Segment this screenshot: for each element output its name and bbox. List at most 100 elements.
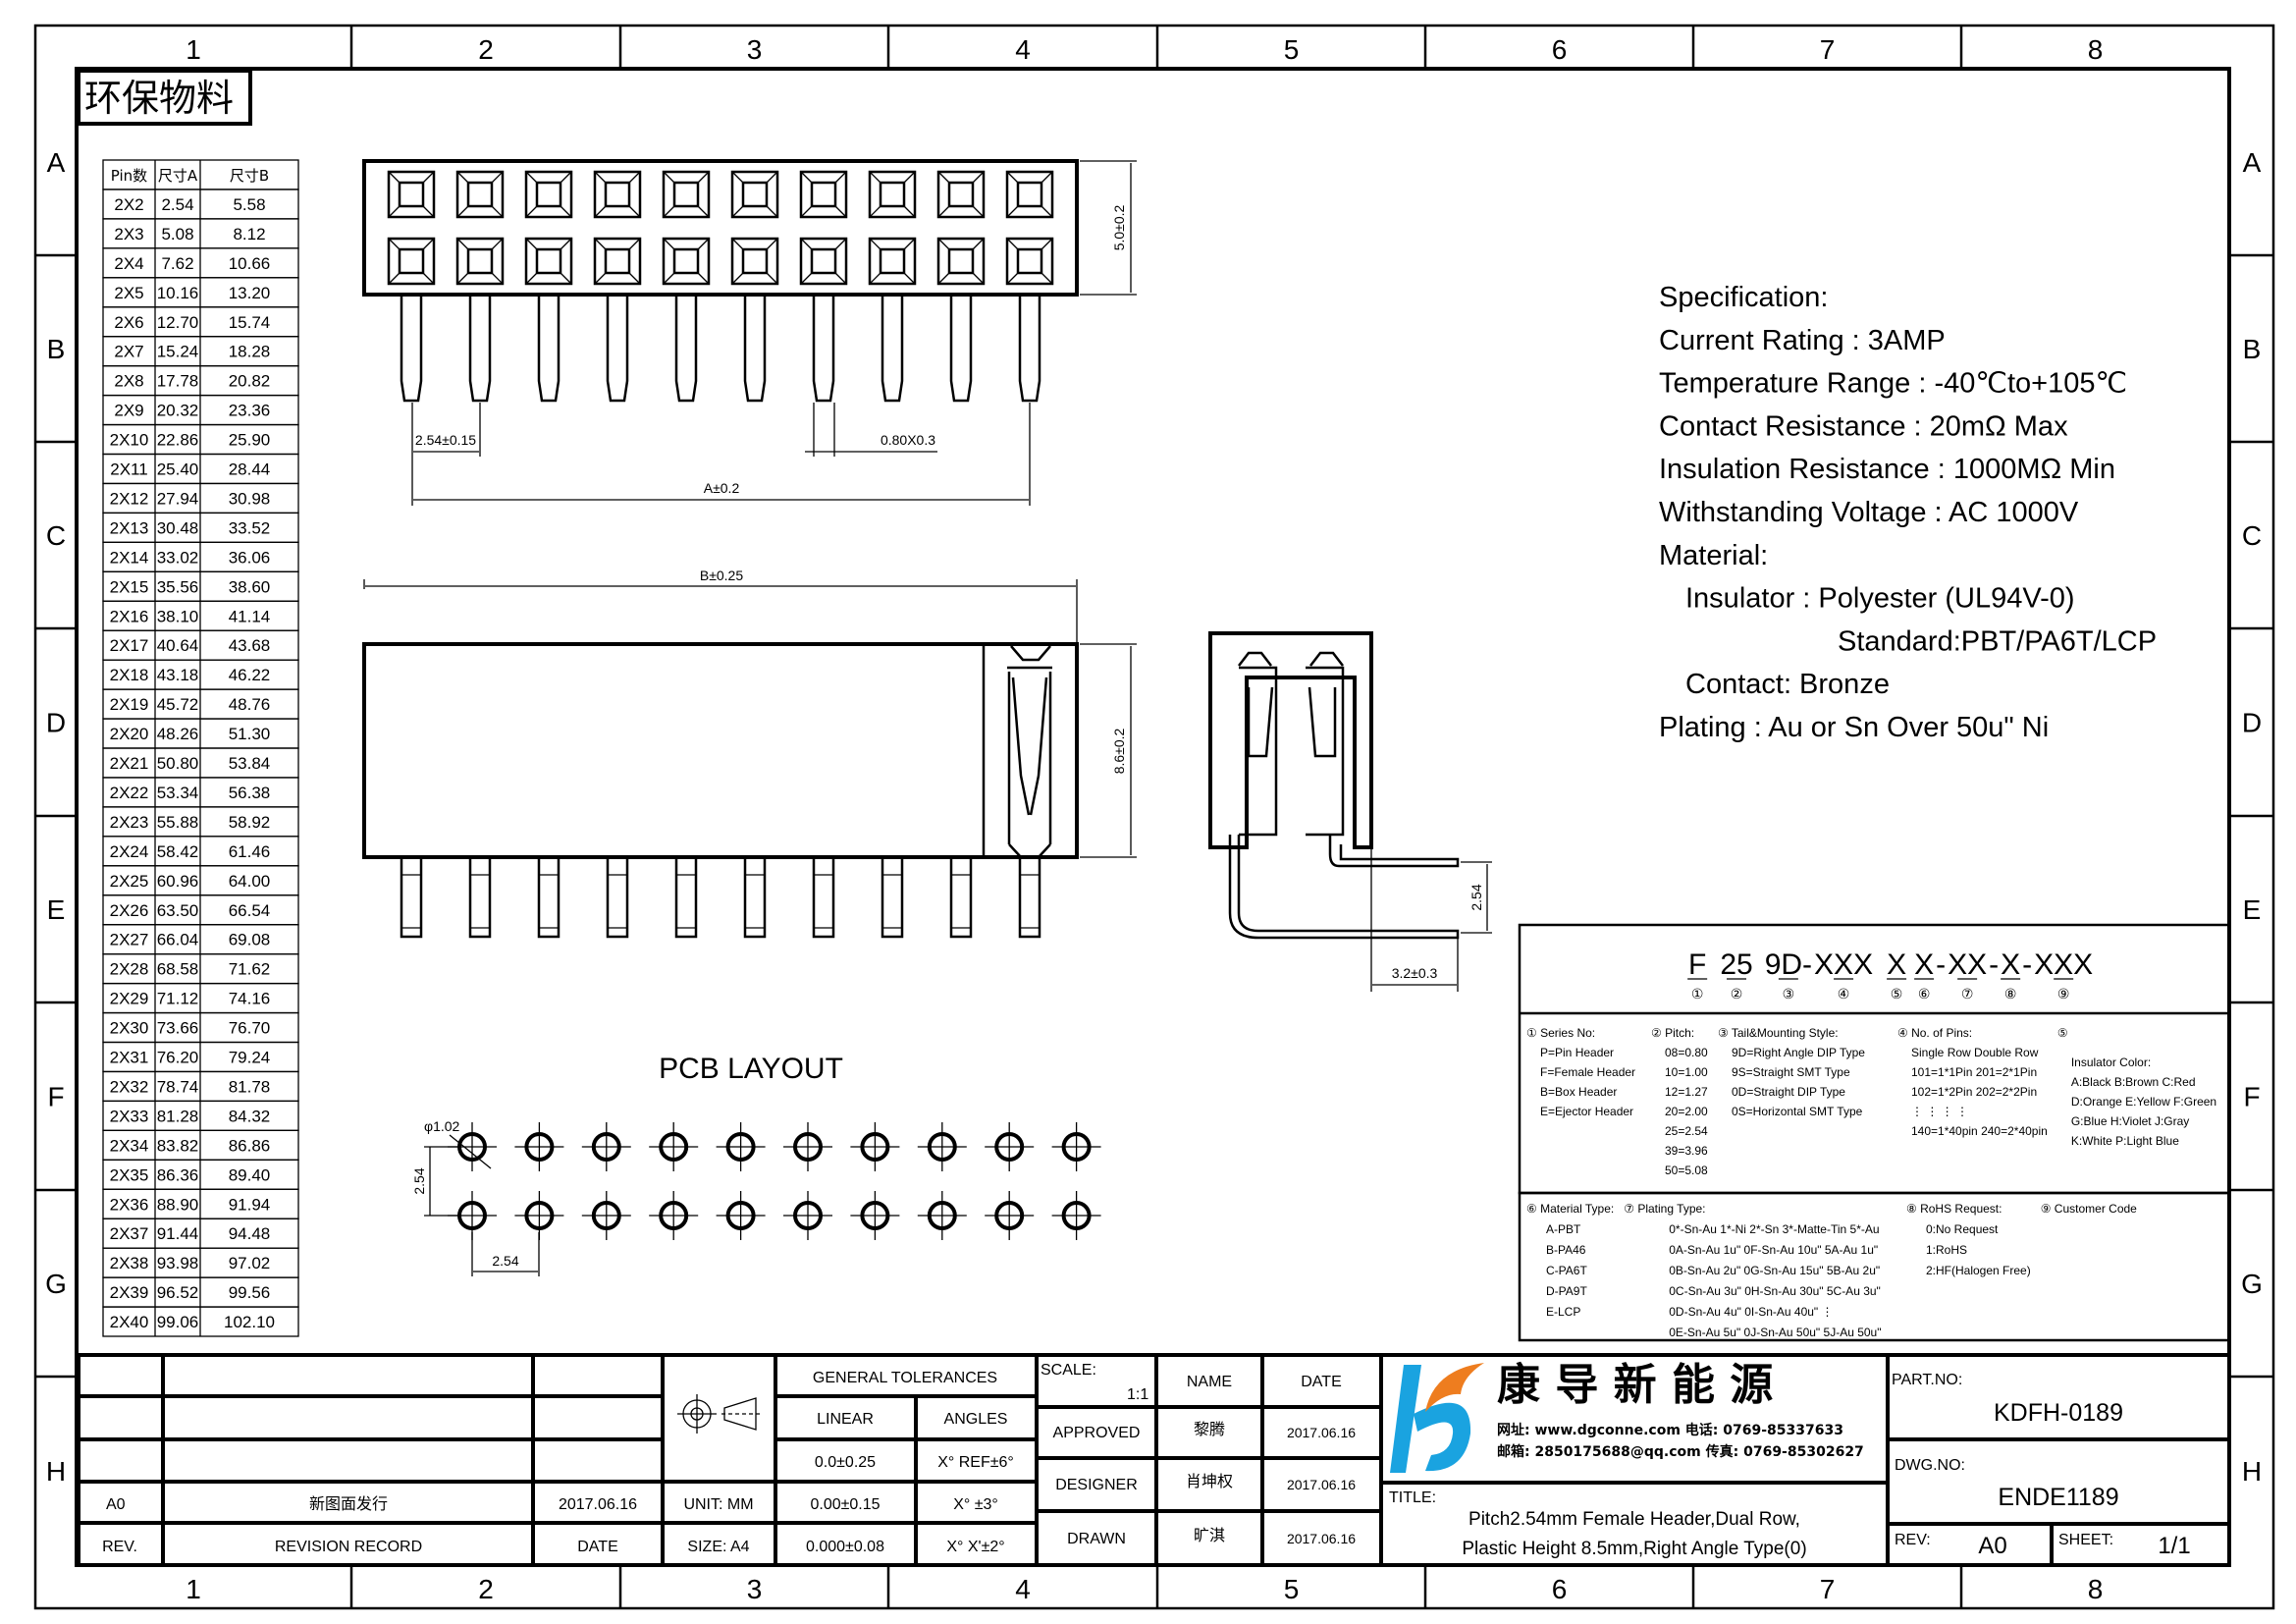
signoff-role: APPROVED: [1053, 1425, 1141, 1441]
pcb-hole: [850, 1122, 900, 1171]
pcb-layout-title: PCB LAYOUT: [659, 1053, 843, 1085]
table-cell: 43.18: [157, 666, 199, 684]
legend-item: 25=2.54: [1665, 1124, 1708, 1138]
pcb-hole: [514, 1191, 564, 1240]
legend-item: B=Box Header: [1540, 1085, 1617, 1099]
pin-tail: [743, 857, 767, 939]
table-cell: 86.86: [229, 1136, 271, 1155]
part-no-value: KDFH-0189: [1994, 1399, 2123, 1427]
legend-item: 2:HF(Halogen Free): [1926, 1264, 2031, 1277]
name-header: NAME: [1187, 1374, 1232, 1390]
contact-slot: [455, 170, 505, 219]
table-cell: 30.48: [157, 518, 199, 537]
legend-item: 101=1*1Pin 201=2*1Pin: [1911, 1065, 2037, 1079]
legend-item: 9S=Straight SMT Type: [1732, 1065, 1850, 1079]
part-code-marker: ⑥: [1918, 987, 1931, 1002]
table-cell: 94.48: [229, 1224, 271, 1243]
frame-row-label: D: [46, 708, 66, 738]
table-cell: 5.58: [233, 195, 265, 214]
legend-item: 0S=Horizontal SMT Type: [1732, 1105, 1863, 1118]
legend-item: K:White P:Light Blue: [2071, 1134, 2179, 1148]
logo-orange-shape: [1425, 1363, 1484, 1412]
pcb-hole: [581, 1191, 631, 1240]
table-cell: 50.80: [157, 754, 199, 773]
dim-pitch: 2.54±0.15: [415, 432, 476, 448]
signoff-date: 2017.06.16: [1287, 1425, 1356, 1440]
top-view-drawing: [362, 159, 1079, 403]
tolerances-angles: ANGLES: [944, 1411, 1008, 1428]
table-cell: 60.96: [157, 872, 199, 891]
pin-tail: [1018, 295, 1041, 403]
table-cell: 2X24: [110, 842, 149, 861]
sheet-label: SHEET:: [2058, 1532, 2113, 1548]
part-code-segment: XXX: [1814, 948, 1873, 981]
frame-row-label: E: [47, 894, 66, 925]
signoff-role: DRAWN: [1067, 1531, 1126, 1547]
frame-row-label: C: [2242, 520, 2262, 551]
table-cell: 10.66: [229, 254, 271, 273]
tolerance-linear: 0.000±0.08: [806, 1539, 884, 1555]
table-cell: 71.12: [157, 990, 199, 1008]
date-header: DATE: [1301, 1374, 1341, 1390]
sheet-value: 1/1: [2158, 1533, 2190, 1559]
table-cell: 2X34: [110, 1136, 149, 1155]
table-cell: 2X28: [110, 960, 149, 979]
frame-column-label: 3: [747, 1574, 763, 1604]
table-cell: 2X7: [114, 343, 143, 361]
legend-item: 50=5.08: [1665, 1164, 1708, 1177]
pin-tail: [537, 857, 561, 939]
pin-tail: [812, 295, 835, 403]
table-cell: 43.68: [229, 636, 271, 655]
table-cell: 53.34: [157, 784, 199, 802]
tolerance-angle: X° REF±6°: [937, 1454, 1014, 1471]
top-view-dimensions: 5.0±0.2 2.54±0.15 0.80X0.3 A±0.2 B±0.25: [363, 160, 1137, 644]
signoff-name: 旷淇: [1194, 1526, 1225, 1544]
title-block: A0 新图面发行 2017.06.16 REV. REVISION RECORD…: [77, 1353, 2231, 1567]
spec-line: Insulation Resistance : 1000MΩ Min: [1659, 454, 2115, 485]
frame-column-label: 2: [478, 34, 494, 65]
table-cell: 2X5: [114, 284, 143, 302]
legend-item: 0A-Sn-Au 1u" 0F-Sn-Au 10u" 5A-Au 1u": [1669, 1243, 1878, 1257]
legend-item: 39=3.96: [1665, 1144, 1708, 1158]
legend-column: ⑦ Plating Type:0*-Sn-Au 1*-Ni 2*-Sn 3*-M…: [1624, 1202, 1881, 1339]
legend-item: ⋮ ⋮ ⋮ ⋮: [1911, 1105, 1968, 1118]
table-header-cell: Pin数: [111, 167, 147, 185]
contact-slot: [524, 170, 573, 219]
table-cell: 2X3: [114, 225, 143, 244]
table-cell: 15.74: [229, 313, 271, 332]
part-code-marker: ⑦: [1961, 987, 1974, 1002]
eco-material-label: 环保物料: [77, 69, 252, 126]
table-cell: 93.98: [157, 1254, 199, 1272]
table-cell: 53.84: [229, 754, 271, 773]
legend-column: ⑥ Material Type:A-PBTB-PA46C-PA6TD-PA9TE…: [1526, 1202, 1614, 1319]
pin-tail: [1018, 857, 1041, 939]
side-view-drawing: 2.54 3.2±0.3: [1208, 631, 1492, 992]
contact-slot: [868, 237, 917, 286]
pcb-hole: [1051, 1122, 1101, 1171]
rev-value: A0: [1978, 1533, 2006, 1559]
table-cell: 2X30: [110, 1019, 149, 1038]
legend-item: 1:RoHS: [1926, 1243, 1967, 1257]
legend-item: 9D=Right Angle DIP Type: [1732, 1046, 1865, 1059]
table-cell: 97.02: [229, 1254, 271, 1272]
pcb-hole: [581, 1122, 631, 1171]
dim-height-top: 5.0±0.2: [1111, 204, 1127, 250]
table-cell: 91.44: [157, 1224, 199, 1243]
table-cell: 2X23: [110, 813, 149, 832]
table-cell: 12.70: [157, 313, 199, 332]
spec-line: Material:: [1659, 540, 1768, 571]
title-label: TITLE:: [1389, 1489, 1436, 1506]
legend-item: E-LCP: [1546, 1305, 1580, 1319]
tolerance-angle: X° X'±2°: [946, 1539, 1004, 1555]
legend-item: A:Black B:Brown C:Red: [2071, 1075, 2196, 1089]
frame-row-label: F: [47, 1082, 64, 1112]
legend-item: 0D=Straight DIP Type: [1732, 1085, 1845, 1099]
